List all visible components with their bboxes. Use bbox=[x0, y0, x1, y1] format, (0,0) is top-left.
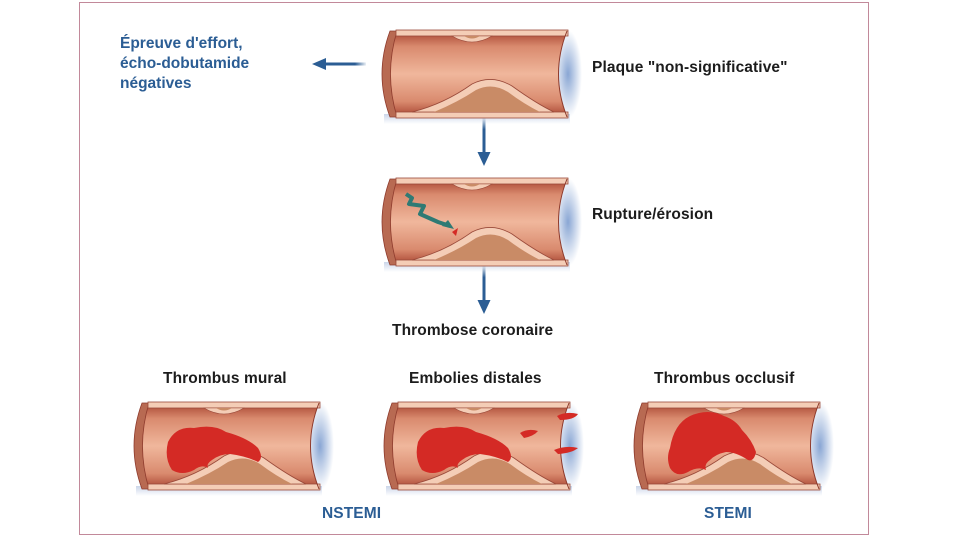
stage-label-thrombose: Thrombose coronaire bbox=[392, 322, 554, 339]
artery-rupture-icon bbox=[372, 174, 583, 274]
side-note: Épreuve d'effort, écho-dobutamide négati… bbox=[120, 34, 249, 94]
artery-plaque-icon bbox=[372, 26, 583, 126]
arrow-down-icon bbox=[476, 118, 492, 166]
group-label-nstemi: NSTEMI bbox=[322, 505, 382, 522]
side-note-line: Épreuve d'effort, bbox=[120, 35, 243, 52]
outcome-label-emboli: Embolies distales bbox=[409, 370, 542, 387]
stage-label-rupture: Rupture/érosion bbox=[592, 206, 714, 223]
stage-label-plaque: Plaque "non-significative" bbox=[592, 59, 788, 76]
outcome-label-occlusif: Thrombus occlusif bbox=[654, 370, 795, 387]
group-label-stemi: STEMI bbox=[704, 505, 752, 522]
arrow-left-icon bbox=[312, 56, 368, 72]
side-note-line: écho-dobutamide bbox=[120, 55, 250, 72]
artery-mural-thrombus-icon bbox=[124, 398, 335, 498]
arrow-down-icon bbox=[476, 266, 492, 314]
side-note-line: négatives bbox=[120, 75, 192, 92]
artery-distal-emboli-icon bbox=[374, 398, 585, 498]
outcome-label-mural: Thrombus mural bbox=[163, 370, 287, 387]
artery-occlusive-thrombus-icon bbox=[624, 398, 835, 498]
